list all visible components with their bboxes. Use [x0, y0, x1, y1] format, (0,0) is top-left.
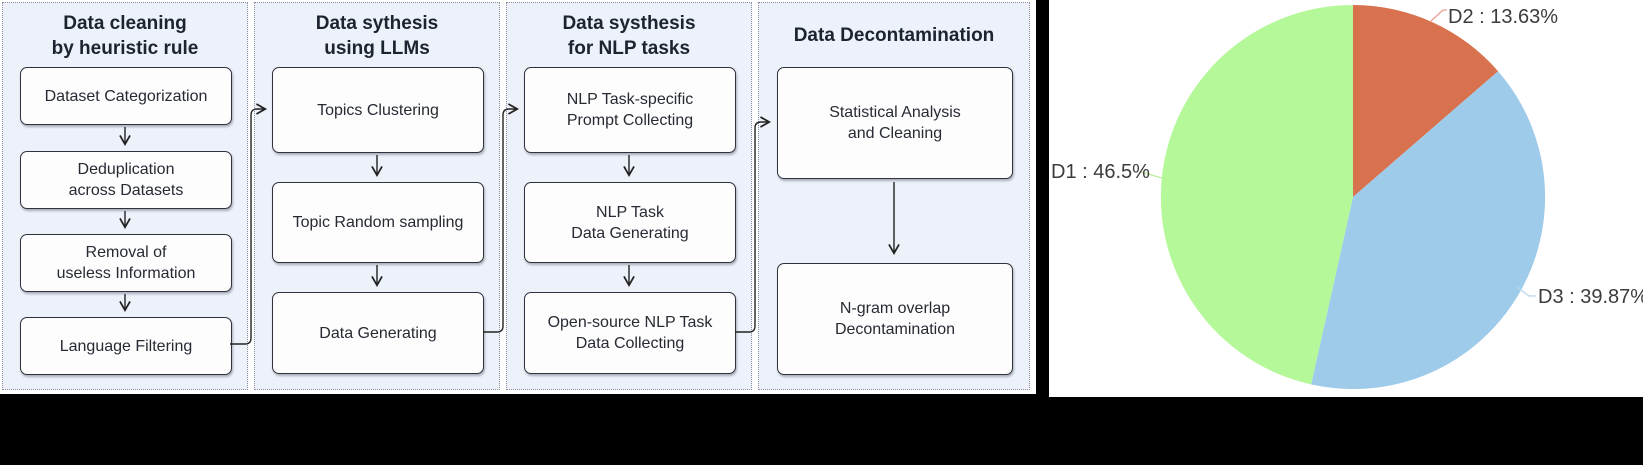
- flow-node: Open-source NLP Task Data Collecting: [524, 292, 736, 374]
- stage-panel-data-synthesis-nlp: Data systhesis for NLP tasks NLP Task-sp…: [506, 2, 752, 390]
- flow-node: NLP Task-specific Prompt Collecting: [524, 67, 736, 153]
- panel-title: Data Decontamination: [793, 25, 995, 46]
- flow-node: Data Generating: [272, 292, 484, 374]
- stage-panel-data-decontamination: Data Decontamination Statistical Analysi…: [758, 2, 1030, 390]
- pie-slice-d3: [1311, 71, 1546, 390]
- pie-label-d3: D3 : 39.87%: [1538, 286, 1643, 308]
- flow-node: Deduplication across Datasets: [20, 151, 232, 209]
- pipeline-flowchart: Data cleaning by heuristic rule Dataset …: [0, 0, 1036, 394]
- panel-title: Data systhesis for NLP tasks: [562, 13, 696, 59]
- panel-title: Data sythesis using LLMs: [315, 13, 439, 59]
- flow-node: Topics Clustering: [272, 67, 484, 153]
- pie-label-d2: D2 : 13.63%: [1448, 6, 1559, 28]
- pie-label-d1: D1 : 46.5%: [1051, 161, 1150, 183]
- leader-line-d1: [1140, 171, 1163, 179]
- pie-slice-d2: [1353, 4, 1499, 197]
- flow-node: Topic Random sampling: [272, 182, 484, 263]
- flow-node: N-gram overlap Decontamination: [777, 263, 1013, 375]
- flow-node: Language Filtering: [20, 317, 232, 375]
- pie-slices-group: [1160, 4, 1546, 390]
- flow-node: NLP Task Data Generating: [524, 182, 736, 263]
- leader-line-d3: [1516, 286, 1536, 297]
- pie-slice-d1: [1160, 4, 1353, 385]
- flow-node: Dataset Categorization: [20, 67, 232, 125]
- stage-panel-data-synthesis-llm: Data sythesis using LLMs Topics Clusteri…: [254, 2, 500, 390]
- flow-node: Removal of useless Information: [20, 234, 232, 292]
- flow-node: Statistical Analysis and Cleaning: [777, 67, 1013, 179]
- pie-chart-panel: D2 : 13.63% D3 : 39.87% D1 : 46.5%: [1049, 0, 1643, 397]
- panel-title: Data cleaning by heuristic rule: [51, 13, 199, 59]
- pie-chart: [1140, 4, 1546, 390]
- stage-panel-data-cleaning: Data cleaning by heuristic rule Dataset …: [2, 2, 248, 390]
- leader-line-d2: [1429, 9, 1447, 23]
